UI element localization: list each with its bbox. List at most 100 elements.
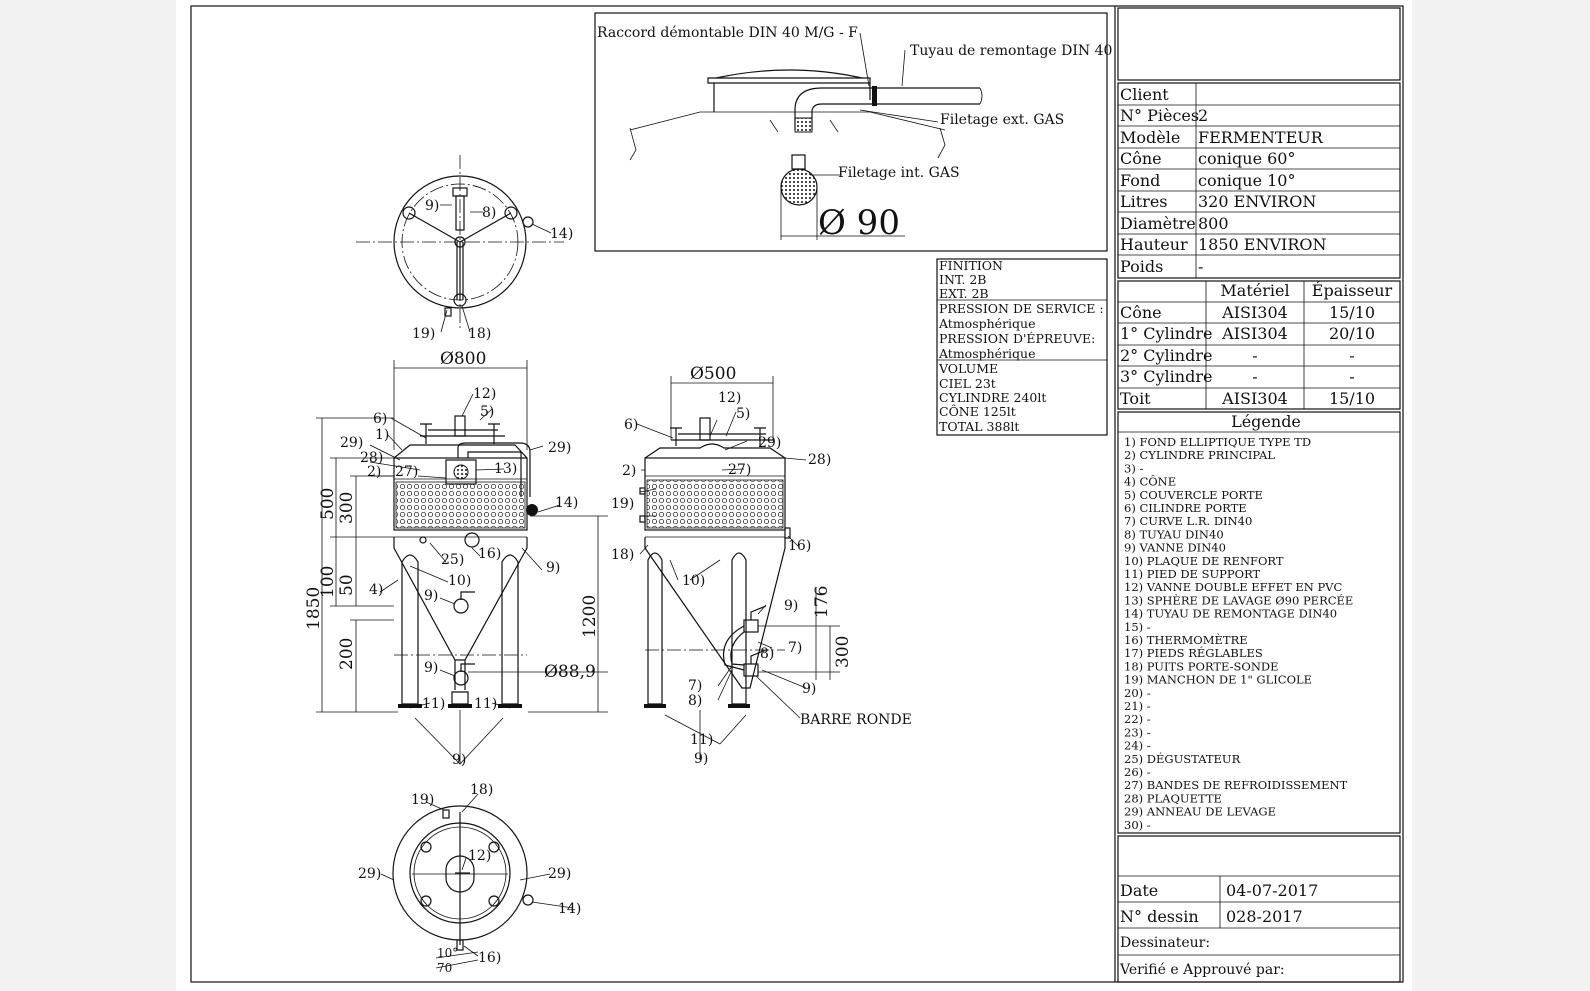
callout-8: 8) (760, 646, 774, 662)
material-name: - (1252, 367, 1257, 386)
legend-item: 16) THERMOMÈTRE (1124, 633, 1248, 647)
finition-line: CIEL 23t (939, 376, 996, 391)
callout-14: 14) (555, 495, 578, 511)
litres-label: Litres (1120, 192, 1168, 211)
callout-1: 1) (375, 427, 389, 443)
dim-70: 70 (437, 961, 452, 975)
poids-value: - (1198, 257, 1203, 276)
material-part: Cône (1120, 303, 1162, 322)
legend-item: 9) VANNE DIN40 (1124, 541, 1226, 555)
dim-500: 500 (318, 488, 338, 520)
callout-9: 9) (424, 588, 438, 604)
material-name: - (1252, 346, 1257, 365)
callout-28: 28) (808, 452, 831, 468)
callout-19: 19) (411, 792, 434, 808)
outer-frame (190, 5, 1404, 983)
dim-176: 176 (812, 586, 832, 618)
hauteur-label: Hauteur (1120, 235, 1188, 254)
finition-box: FINITION INT. 2B EXT. 2B PRESSION DE SER… (936, 258, 1108, 436)
callout-27: 27) (395, 464, 418, 480)
callout-29: 29) (548, 866, 571, 882)
material-thickness: 15/10 (1329, 303, 1375, 322)
callout-12: 12) (473, 386, 496, 402)
callout-29: 29) (758, 435, 781, 451)
callout-14: 14) (558, 901, 581, 917)
legend-item: 7) CURVE L.R. DIN40 (1124, 514, 1252, 528)
detail-filetage-int-label: Filetage int. GAS (838, 165, 960, 181)
callout-9: 9) (694, 751, 708, 767)
dim-angle-10: 10° (437, 946, 458, 960)
legend-item: 8) TUYAU DIN40 (1124, 527, 1224, 541)
finition-line: EXT. 2B (939, 286, 989, 301)
dessinateur-label: Dessinateur: (1120, 935, 1210, 951)
side-view: Ø500 176 300 12) 5) 6) (611, 364, 912, 767)
callout-18: 18) (611, 547, 634, 563)
detail-tuyau-label: Tuyau de remontage DIN 40 (910, 43, 1112, 59)
callout-18: 18) (468, 326, 491, 342)
legend-item: 19) MANCHON DE 1" GLICOLE (1124, 673, 1312, 687)
callout-13: 13) (494, 461, 517, 477)
modele-label: Modèle (1120, 128, 1180, 147)
date-value: 04-07-2017 (1226, 881, 1318, 900)
material-thickness: - (1349, 367, 1354, 386)
callout-7: 7) (788, 640, 802, 656)
finition-line: Atmosphérique (938, 346, 1036, 361)
legend-item: 15) - (1124, 620, 1151, 634)
material-part: Toit (1120, 389, 1151, 408)
callout-9: 9) (425, 198, 439, 214)
callout-9: 9) (546, 560, 560, 576)
callout-8: 8) (688, 693, 702, 709)
callout-25: 25) (441, 552, 464, 568)
callout-9: 9) (802, 681, 816, 697)
litres-value: 320 ENVIRON (1198, 192, 1316, 211)
legend-item: 25) DÉGUSTATEUR (1124, 752, 1241, 766)
callout-6: 6) (624, 417, 638, 433)
legend-item: 24) - (1124, 739, 1151, 753)
finition-line: INT. 2B (939, 272, 986, 287)
material-thickness: 15/10 (1329, 389, 1375, 408)
date-label: Date (1120, 881, 1158, 900)
callout-14: 14) (550, 226, 573, 242)
fond-label: Fond (1120, 171, 1160, 190)
hauteur-value: 1850 ENVIRON (1198, 235, 1327, 254)
legend-item: 27) BANDES DE REFROIDISSEMENT (1124, 778, 1348, 792)
legend-item: 13) SPHÈRE DE LAVAGE Ø90 PERCÉE (1124, 593, 1353, 607)
legend-item: 11) PIED DE SUPPORT (1124, 567, 1261, 581)
finition-line: CYLINDRE 240lt (939, 390, 1046, 405)
callout-12: 12) (718, 390, 741, 406)
callout-11: 11) (474, 696, 497, 712)
verifie-label: Verifié e Approuvé par: (1119, 962, 1285, 978)
callout-9: 9) (452, 752, 466, 768)
callout-11: 11) (690, 732, 713, 748)
legend-list: 1) FOND ELLIPTIQUE TYPE TD2) CYLINDRE PR… (1124, 435, 1353, 832)
finition-line: CÔNE 125lt (939, 403, 1016, 419)
callout-19: 19) (611, 496, 634, 512)
legend-item: 6) CILINDRE PORTE (1124, 501, 1247, 515)
poids-label: Poids (1120, 257, 1163, 276)
dim-300-side: 300 (833, 636, 853, 668)
modele-value: FERMENTEUR (1198, 128, 1324, 147)
legend-item: 29) ANNEAU DE LEVAGE (1124, 805, 1276, 819)
dessin-value: 028-2017 (1226, 907, 1303, 926)
detail-view: Raccord démontable DIN 40 M/G - F Tuyau … (594, 12, 1112, 252)
callout-9: 9) (424, 660, 438, 676)
legend-item: 23) - (1124, 725, 1151, 739)
legend-item: 2) CYLINDRE PRINCIPAL (1124, 448, 1275, 462)
callout-29: 29) (358, 866, 381, 882)
finition-line: PRESSION D'ÉPREUVE: (939, 331, 1095, 346)
callout-29: 29) (340, 435, 363, 451)
detail-filetage-ext-label: Filetage ext. GAS (940, 112, 1064, 128)
material-name: AISI304 (1221, 324, 1288, 343)
dim-300: 300 (337, 492, 357, 524)
callout-16: 16) (788, 538, 811, 554)
callout-10: 10) (448, 573, 471, 589)
legend-item: 26) - (1124, 765, 1151, 779)
barre-ronde-label: BARRE RONDE (800, 712, 912, 728)
legend-item: 30) - (1124, 818, 1151, 832)
callout-6: 6) (373, 411, 387, 427)
material-name: AISI304 (1221, 389, 1288, 408)
callout-11: 11) (422, 696, 445, 712)
dim-1200: 1200 (580, 595, 600, 638)
front-view: Ø800 (304, 349, 608, 768)
